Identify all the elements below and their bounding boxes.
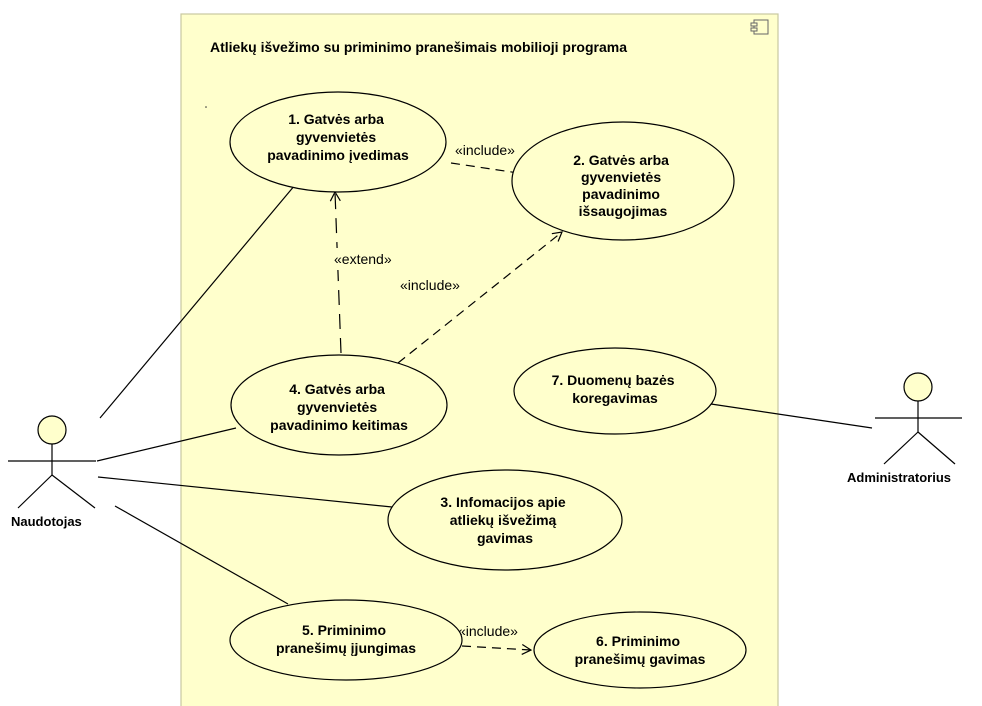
stick-figure-icon (875, 372, 962, 465)
stick-figure-icon (8, 415, 96, 509)
assoc-admin-uc7 (710, 403, 873, 429)
include-uc4-uc2 (397, 231, 563, 364)
extend-uc4-uc1 (329, 190, 342, 354)
component-icon (750, 19, 769, 35)
assoc-user-uc3 (97, 476, 393, 508)
svg-text:5. Priminimo pranešimų į: 5. Priminimo pranešimų įjungimas (276, 622, 416, 656)
include-uc5-uc6 (461, 643, 533, 656)
uc7-line-1: 7. Duomenų bazės (552, 372, 675, 388)
assoc-user-uc1 (99, 184, 296, 419)
extend-label-bg (333, 248, 415, 270)
svg-text:4. Gatvės arba gyvenviet: 4. Gatvės arba gyvenvietės pavadinimo ke… (270, 381, 408, 433)
uc4-line-3: pavadinimo keitimas (270, 417, 408, 433)
include-label-1-2: «include» (455, 142, 515, 158)
actor-admin[interactable]: Administratorius (847, 372, 962, 485)
uc3-line-2: atliekų išvežimą (450, 512, 557, 528)
extend-label-4-1: «extend» (334, 251, 392, 267)
uc6-line-2: pranešimų gavimas (575, 651, 706, 667)
uc4-line-1: 4. Gatvės arba (289, 381, 385, 397)
svg-text:1. Gatvės arba gyvenviet: 1. Gatvės arba gyvenvietės pavadinimo įv… (267, 111, 409, 163)
actor-user-label: Naudotojas (11, 514, 82, 529)
use-case-2[interactable]: 2. Gatvės arba gyvenvietės pavadinimo iš… (511, 121, 735, 241)
dot-mark (205, 106, 207, 108)
uc2-line-4: išsaugojimas (579, 203, 668, 219)
uc2-line-1: 2. Gatvės arba (573, 152, 669, 168)
actor-user[interactable]: Naudotojas (8, 415, 96, 529)
svg-text:3. Infomacijos apie atli: 3. Infomacijos apie atliekų išvežimą gav… (440, 494, 569, 546)
uc6-line-1: 6. Priminimo (596, 633, 680, 649)
use-case-5[interactable]: 5. Priminimo pranešimų įjungimas (229, 599, 463, 681)
uc3-line-3: gavimas (477, 530, 533, 546)
uc7-line-2: koregavimas (572, 390, 658, 406)
uc1-line-3: pavadinimo įvedimas (267, 147, 409, 163)
use-case-1[interactable]: 1. Gatvės arba gyvenvietės pavadinimo įv… (229, 91, 447, 193)
include-label-4-2: «include» (400, 277, 460, 293)
use-case-7[interactable]: 7. Duomenų bazės koregavimas (513, 347, 717, 435)
include-label-5-6: «include» (458, 623, 518, 639)
uc1-line-2: gyvenvietės (296, 129, 376, 145)
uc4-line-2: gyvenvietės (297, 399, 377, 415)
assoc-user-uc5 (114, 505, 289, 605)
uc2-line-3: pavadinimo (582, 186, 660, 202)
use-case-4[interactable]: 4. Gatvės arba gyvenvietės pavadinimo ke… (230, 354, 448, 456)
uc1-line-1: 1. Gatvės arba (288, 111, 384, 127)
svg-text:6. Priminimo pranešimų g: 6. Priminimo pranešimų gavimas (575, 633, 706, 667)
uc3-line-1: 3. Infomacijos apie (440, 494, 565, 510)
svg-text:2. Gatvės arba gyvenviet: 2. Gatvės arba gyvenvietės pavadinimo iš… (573, 152, 673, 219)
actor-admin-label: Administratorius (847, 470, 951, 485)
assoc-user-uc4 (96, 427, 237, 462)
uc5-line-2: pranešimų įjungimas (276, 640, 416, 656)
uc2-line-2: gyvenvietės (581, 169, 661, 185)
use-case-3[interactable]: 3. Infomacijos apie atliekų išvežimą gav… (387, 469, 623, 571)
system-title: Atliekų išvežimo su priminimo pranešimai… (210, 39, 627, 55)
use-case-6[interactable]: 6. Priminimo pranešimų gavimas (533, 611, 747, 689)
uc5-line-1: 5. Priminimo (302, 622, 386, 638)
svg-text:7. Duomenų bazės koregav: 7. Duomenų bazės koregavimas (552, 372, 679, 406)
